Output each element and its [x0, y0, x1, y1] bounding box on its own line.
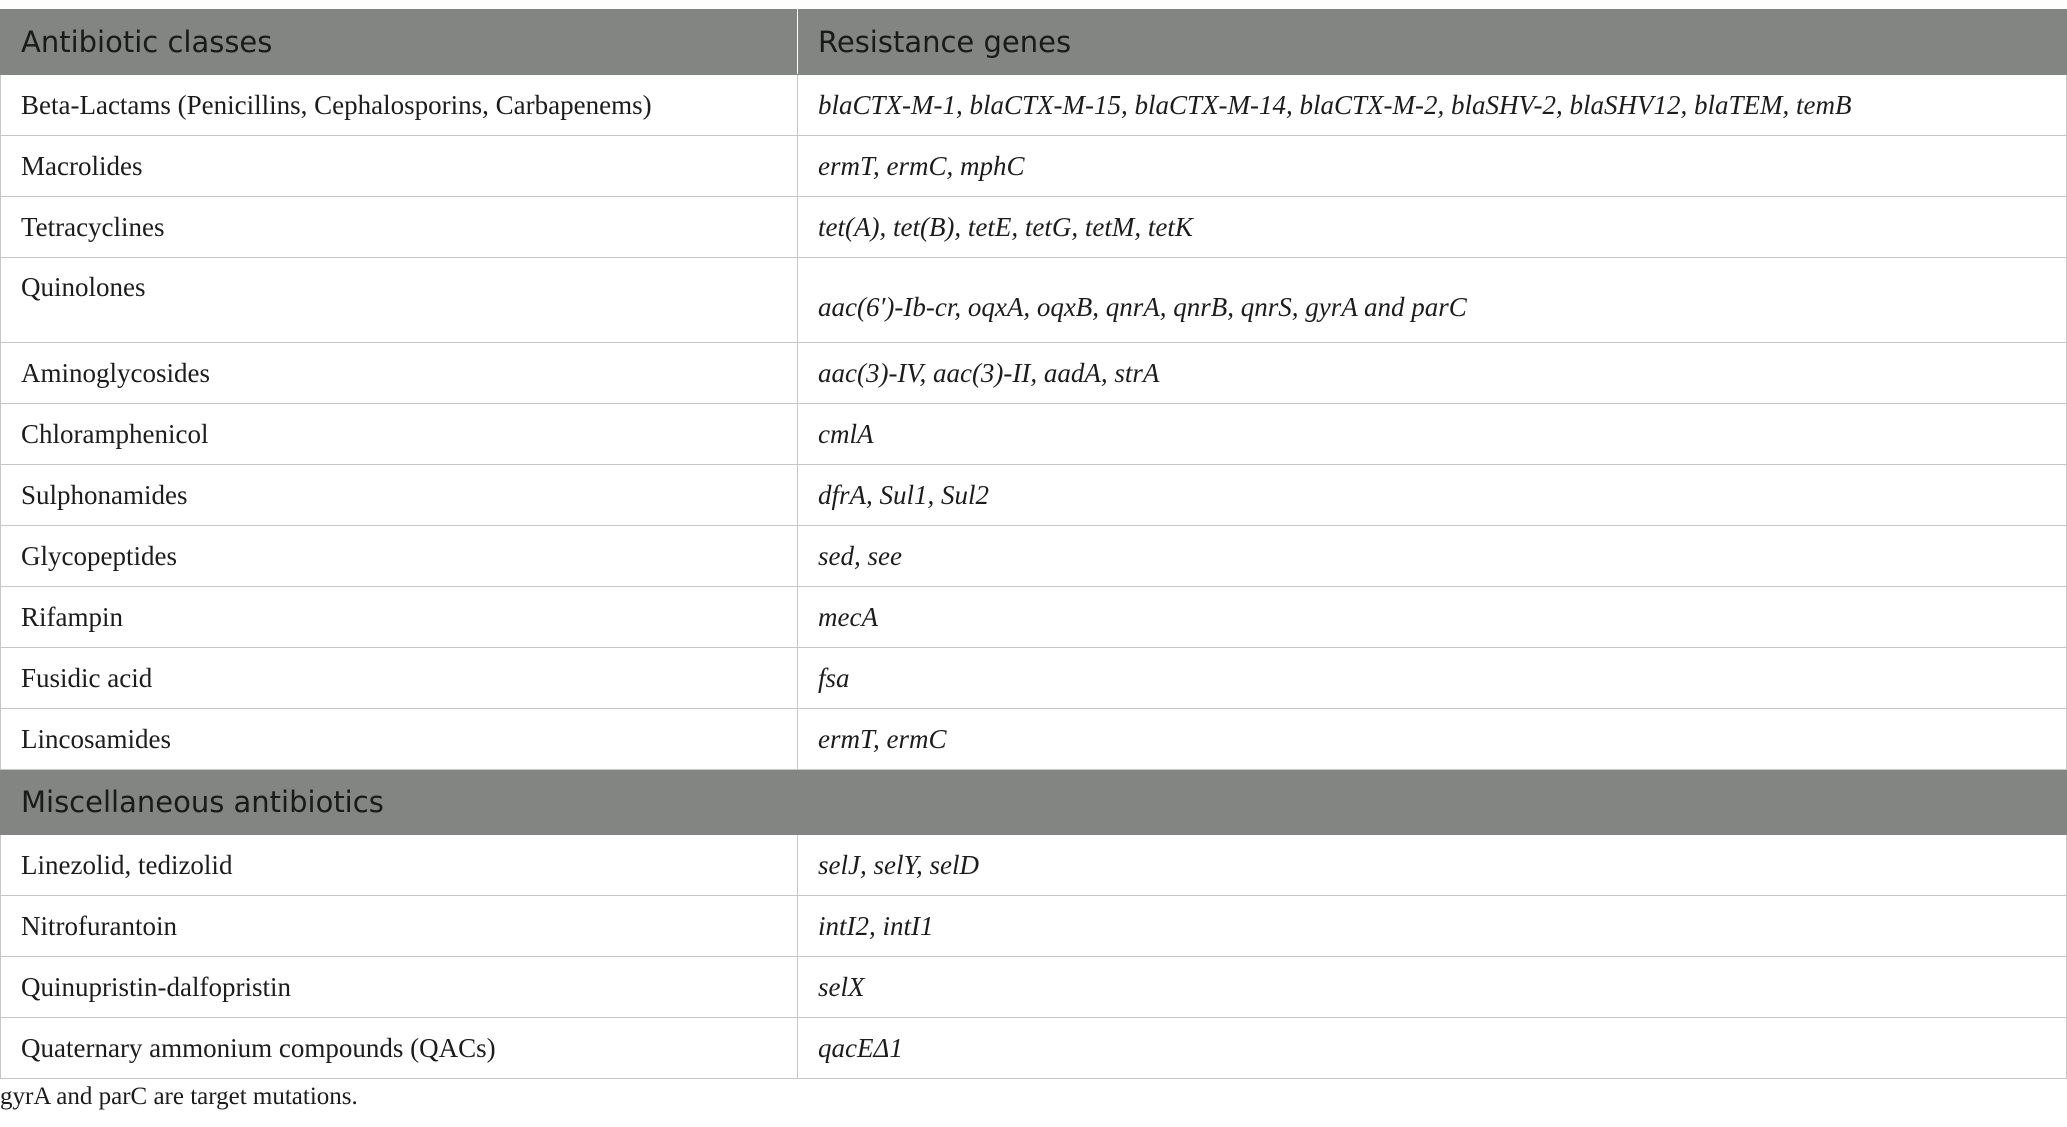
antibiotic-class-cell: Beta-Lactams (Penicillins, Cephalosporin…	[0, 74, 798, 136]
resistance-genes-cell: qacEΔ1	[797, 1017, 2067, 1079]
table-row: Quaternary ammonium compounds (QACs) qac…	[0, 1017, 2067, 1079]
table-footnote: gyrA and parC are target mutations.	[0, 1083, 358, 1110]
antibiotic-class-cell: Lincosamides	[0, 708, 798, 770]
table-row: Tetracyclines tet(A), tet(B), tetE, tetG…	[0, 196, 2067, 258]
antibiotic-class-cell: Chloramphenicol	[0, 403, 798, 465]
resistance-genes-cell: mecA	[797, 586, 2067, 648]
resistance-genes-cell: tet(A), tet(B), tetE, tetG, tetM, tetK	[797, 196, 2067, 258]
antibiotic-class-cell: Linezolid, tedizolid	[0, 834, 798, 896]
table-row: Glycopeptides sed, see	[0, 525, 2067, 587]
antibiotic-class-cell: Rifampin	[0, 586, 798, 648]
table-row: Linezolid, tedizolid selJ, selY, selD	[0, 834, 2067, 896]
table-row: Fusidic acid fsa	[0, 647, 2067, 709]
resistance-genes-cell: cmlA	[797, 403, 2067, 465]
page: Antibiotic classes Resistance genes Beta…	[0, 9, 2067, 1079]
table-row: Quinupristin-dalfopristin selX	[0, 956, 2067, 1018]
resistance-genes-cell: aac(6′)-Ib-cr, oqxA, oqxB, qnrA, qnrB, q…	[797, 257, 2067, 343]
resistance-genes-cell: selX	[797, 956, 2067, 1018]
antibiotic-class-cell: Quinupristin-dalfopristin	[0, 956, 798, 1018]
table-row: Sulphonamides dfrA, Sul1, Sul2	[0, 464, 2067, 526]
table-row: Lincosamides ermT, ermC	[0, 708, 2067, 770]
resistance-genes-cell: sed, see	[797, 525, 2067, 587]
table-row: Aminoglycosides aac(3)-IV, aac(3)-II, aa…	[0, 342, 2067, 404]
table-row: Chloramphenicol cmlA	[0, 403, 2067, 465]
resistance-genes-cell: selJ, selY, selD	[797, 834, 2067, 896]
resistance-genes-cell: fsa	[797, 647, 2067, 709]
antibiotic-class-cell: Quinolones	[0, 257, 798, 343]
table-row: Beta-Lactams (Penicillins, Cephalosporin…	[0, 74, 2067, 136]
header-antibiotic-classes: Antibiotic classes	[0, 9, 798, 75]
table-header-row: Antibiotic classes Resistance genes	[0, 9, 2067, 75]
antibiotic-class-cell: Fusidic acid	[0, 647, 798, 709]
resistance-genes-cell: aac(3)-IV, aac(3)-II, aadA, strA	[797, 342, 2067, 404]
section-title-miscellaneous: Miscellaneous antibiotics	[0, 769, 2067, 835]
antibiotic-class-cell: Sulphonamides	[0, 464, 798, 526]
resistance-genes-cell: ermT, ermC	[797, 708, 2067, 770]
resistance-genes-cell: dfrA, Sul1, Sul2	[797, 464, 2067, 526]
antibiotic-class-cell: Quaternary ammonium compounds (QACs)	[0, 1017, 798, 1079]
section-header-row: Miscellaneous antibiotics	[0, 769, 2067, 835]
resistance-genes-cell: intI2, intI1	[797, 895, 2067, 957]
header-resistance-genes: Resistance genes	[797, 9, 2067, 75]
antibiotic-class-cell: Nitrofurantoin	[0, 895, 798, 957]
resistance-genes-table: Antibiotic classes Resistance genes Beta…	[0, 9, 2067, 1079]
table-row: Rifampin mecA	[0, 586, 2067, 648]
table-row: Macrolides ermT, ermC, mphC	[0, 135, 2067, 197]
antibiotic-class-cell: Tetracyclines	[0, 196, 798, 258]
antibiotic-class-cell: Macrolides	[0, 135, 798, 197]
resistance-genes-cell: blaCTX-M-1, blaCTX-M-15, blaCTX-M-14, bl…	[797, 74, 2067, 136]
table-row: Nitrofurantoin intI2, intI1	[0, 895, 2067, 957]
table-row: Quinolones aac(6′)-Ib-cr, oqxA, oqxB, qn…	[0, 257, 2067, 343]
resistance-genes-cell: ermT, ermC, mphC	[797, 135, 2067, 197]
antibiotic-class-cell: Glycopeptides	[0, 525, 798, 587]
antibiotic-class-cell: Aminoglycosides	[0, 342, 798, 404]
